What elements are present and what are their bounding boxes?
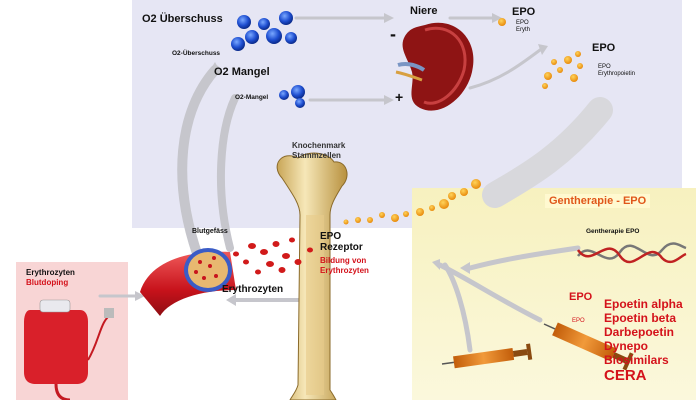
bone-icon [276, 152, 348, 400]
label-o2-ueberschuss: O2 Überschuss [142, 13, 223, 25]
product-epoetin-beta: Epoetin beta [604, 311, 677, 325]
label-bildung-von: Bildung von [320, 256, 367, 265]
label-epo-top: EPO [512, 6, 536, 18]
label-erythrozyten-center: Erythrozyten [222, 284, 284, 295]
label-epo-top-small-2: Eryth [516, 27, 531, 33]
label-o2-mangel-small: O2-Mangel [235, 94, 269, 101]
blood-vessel-icon [140, 248, 236, 316]
label-epo-top-small-1: EPO [516, 20, 529, 26]
label-erythrozyten-left: Erythrozyten [26, 268, 75, 277]
syringe-icon [441, 322, 634, 371]
label-epo-right: EPO [592, 42, 616, 54]
label-blutdoping: Blutdoping [26, 278, 69, 287]
label-minus: - [390, 24, 396, 44]
product-biosimilars: Biosimilars [604, 353, 669, 367]
product-dynepo: Dynepo [604, 339, 649, 353]
product-epoetin-alpha: Epoetin alpha [604, 297, 683, 311]
label-epo-rezeptor-1: EPO [320, 231, 342, 242]
epo-particles [343, 18, 583, 225]
label-epo-right-small-2: Erythropoietin [598, 71, 636, 77]
product-cera: CERA [604, 367, 647, 384]
label-epo-rezeptor-2: Rezeptor [320, 242, 363, 253]
label-niere: Niere [410, 5, 438, 17]
label-bildung-erythrozyten: Erythrozyten [320, 266, 369, 275]
epo-product-list: Epoetin alpha Epoetin beta Darbepoetin D… [604, 297, 683, 385]
arrow-heads [135, 13, 548, 306]
label-gentherapie-small: Gentherapie EPO [586, 228, 640, 235]
label-knochenmark: Knochenmark [292, 141, 346, 150]
kidney-icon [395, 22, 474, 111]
label-plus: + [395, 89, 404, 105]
label-gentherapie: Gentherapie - EPO [545, 194, 651, 208]
blood-bag-icon [24, 299, 114, 400]
dna-helix-icon [576, 242, 687, 264]
flow-arrows [98, 16, 613, 353]
label-stammzellen: Stammzellen [292, 151, 341, 160]
product-darbepoetin: Darbepoetin [604, 325, 675, 339]
label-epo-syringe: EPO [572, 318, 585, 324]
label-epo-right-small-1: EPO [598, 64, 611, 70]
label-o2-mangel: O2 Mangel [214, 66, 270, 78]
label-blutgefaess: Blutgefäss [192, 228, 228, 235]
oxygen-molecule-icon [231, 11, 305, 108]
red-blood-cells [233, 237, 313, 275]
label-epo-products: EPO [569, 291, 593, 303]
label-o2-ueberschuss-small: O2-Überschuss [172, 50, 221, 57]
